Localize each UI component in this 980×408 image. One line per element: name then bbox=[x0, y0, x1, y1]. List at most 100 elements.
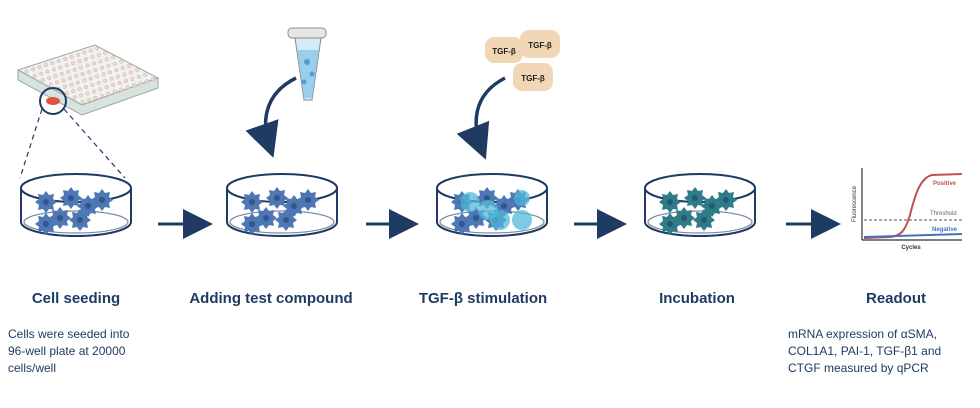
plate-well bbox=[39, 71, 44, 76]
pipette-arrow bbox=[245, 76, 297, 158]
description-line: mRNA expression of αSMA, bbox=[788, 327, 937, 341]
plate-well bbox=[93, 95, 98, 100]
plate-well bbox=[99, 65, 104, 70]
plate-well bbox=[96, 80, 101, 85]
plate-well bbox=[61, 78, 66, 83]
qpcr-threshold-label: Threshold bbox=[930, 211, 957, 217]
plate-well bbox=[122, 72, 127, 77]
plate-well bbox=[71, 89, 76, 94]
step-title-cell-seeding: Cell seeding bbox=[31, 290, 121, 307]
cell-icon bbox=[241, 191, 263, 213]
petri-dish bbox=[20, 173, 132, 237]
plate-well bbox=[112, 89, 117, 94]
cell-icon bbox=[659, 213, 681, 235]
plate-well bbox=[103, 50, 108, 55]
plate-well bbox=[69, 54, 74, 59]
description-line: CTGF measured by qPCR bbox=[788, 361, 929, 375]
plate-well bbox=[90, 55, 95, 60]
plate-well bbox=[88, 48, 93, 53]
plate-well bbox=[82, 78, 87, 83]
plate-well bbox=[75, 52, 80, 57]
plate-well bbox=[45, 69, 50, 74]
plate-well bbox=[77, 59, 82, 64]
plate-well bbox=[59, 71, 64, 76]
plate-well bbox=[72, 67, 77, 72]
plate-well bbox=[120, 65, 125, 70]
plate-well bbox=[64, 91, 69, 96]
plate-well bbox=[98, 59, 103, 64]
plate-well bbox=[87, 69, 92, 74]
plate-well bbox=[63, 84, 68, 89]
plate-well bbox=[48, 82, 53, 87]
tgf-chip-label: TGF-β bbox=[492, 47, 516, 56]
petri-dish bbox=[436, 173, 548, 237]
plate-well bbox=[71, 61, 76, 66]
tgf-beta-bubble bbox=[512, 210, 532, 230]
plate-well bbox=[79, 65, 84, 70]
plate-well bbox=[114, 68, 119, 73]
plate-well bbox=[74, 74, 79, 79]
plate-well bbox=[98, 87, 103, 92]
plate-well bbox=[119, 87, 124, 92]
plate-well bbox=[31, 67, 36, 72]
plate-well bbox=[144, 79, 149, 84]
qpcr-negative-curve bbox=[863, 233, 963, 238]
description-line: cells/well bbox=[8, 361, 57, 375]
plate-well bbox=[109, 76, 114, 81]
plate-well bbox=[58, 65, 63, 70]
plate-well bbox=[50, 61, 55, 66]
petri-dish bbox=[226, 173, 338, 237]
plate-well bbox=[67, 76, 72, 81]
cell-icon bbox=[297, 189, 319, 211]
plate-well bbox=[69, 82, 74, 87]
description-line: Cells were seeded into bbox=[8, 327, 130, 341]
petri-dish bbox=[644, 173, 756, 237]
plate-well bbox=[91, 89, 96, 94]
plate-well bbox=[90, 82, 95, 87]
plate-well bbox=[56, 59, 61, 64]
plate-well bbox=[143, 72, 148, 77]
step-title-readout: Readout bbox=[866, 290, 926, 307]
plate-well bbox=[95, 74, 100, 79]
step-title-tgf-stimulation: TGF-β stimulation bbox=[418, 290, 548, 307]
cell-icon bbox=[35, 191, 57, 213]
cell-icon bbox=[35, 213, 57, 235]
cell-icon bbox=[275, 209, 297, 231]
description-line: 96-well plate at 20000 bbox=[8, 344, 126, 358]
plate-well bbox=[64, 63, 69, 68]
plate-well bbox=[104, 85, 109, 90]
plate-well bbox=[125, 85, 130, 90]
cell-icon bbox=[659, 191, 681, 213]
plate-well bbox=[123, 78, 128, 83]
plate-well bbox=[136, 74, 141, 79]
qpcr-ylabel: Fluorescence bbox=[852, 185, 858, 222]
plate-well bbox=[77, 87, 82, 92]
plate-well bbox=[151, 77, 156, 82]
plate-well bbox=[82, 50, 87, 55]
zoom-lines bbox=[19, 108, 126, 179]
plate-well bbox=[96, 52, 101, 57]
readout-description: mRNA expression of αSMA, COL1A1, PAI-1, … bbox=[788, 326, 941, 377]
plate-well bbox=[91, 61, 96, 66]
plate-well bbox=[87, 97, 92, 102]
plate-well bbox=[83, 57, 88, 62]
plate-well bbox=[127, 63, 132, 68]
cell-icon bbox=[91, 189, 113, 211]
plate-well bbox=[128, 70, 133, 75]
tgf-beta-bubble bbox=[514, 190, 530, 206]
plate-well bbox=[37, 65, 42, 70]
plate-well bbox=[106, 63, 111, 68]
zoom-circle bbox=[39, 87, 67, 115]
plate-well bbox=[119, 59, 124, 64]
plate-well bbox=[107, 70, 112, 75]
plate-well bbox=[24, 69, 29, 74]
cell-seeding-description: Cells were seeded into 96-well plate at … bbox=[8, 326, 129, 377]
plate-well bbox=[72, 95, 77, 100]
step-title-incubation: Incubation bbox=[659, 290, 735, 307]
plate-well bbox=[66, 69, 71, 74]
plate-well bbox=[80, 99, 85, 104]
plate-well bbox=[95, 46, 100, 51]
well-plate-icon bbox=[16, 44, 160, 116]
plate-well bbox=[55, 80, 60, 85]
cell-icon bbox=[451, 213, 473, 235]
